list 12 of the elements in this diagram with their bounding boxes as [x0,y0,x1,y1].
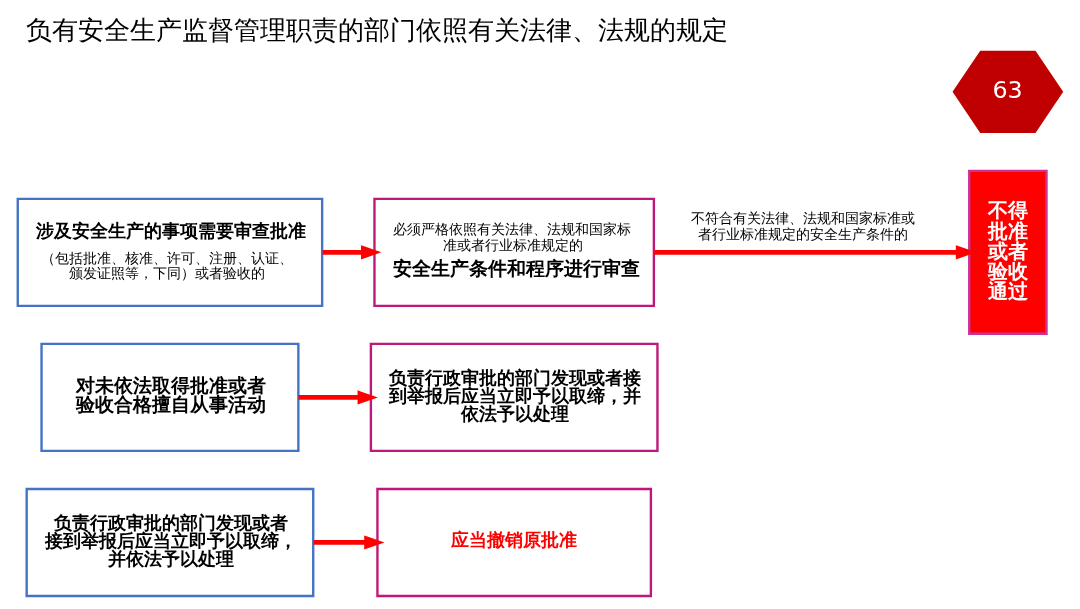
edge-label: 不符合有关法律、法规和国家标准或者行业标准规定的安全生产条件的 [691,210,916,242]
arrow [313,535,385,550]
node-box: 不得批准或者验收通过 [968,169,1048,335]
node-box: 应当撤销原批准 [376,487,653,598]
diagram-title: 负有安全生产监督管理职责的部门依照有关法律、法规的规定 [25,14,728,45]
arrow [298,390,378,405]
node-box: 必须严格依照有关法律、法规和国家标准或者行业标准规定的 安全生产条件和程序进行审查 [373,197,656,308]
node-box: 负责行政审批的部门发现或者接到举报后应当立即予以取缔，并依法予以处理 [369,342,659,453]
arrow [322,245,382,260]
node-box: 负责行政审批的部门发现或者接到举报后应当立即予以取缔，并依法予以处理 [25,487,315,598]
node-box: 对未依法取得批准或者验收合格擅自从事活动 [40,342,300,453]
node-box: 涉及安全生产的事项需要审查批准 （包括批准、核准、许可、注册、认证、颁发证照等，下同）或者验收的 [16,197,324,308]
